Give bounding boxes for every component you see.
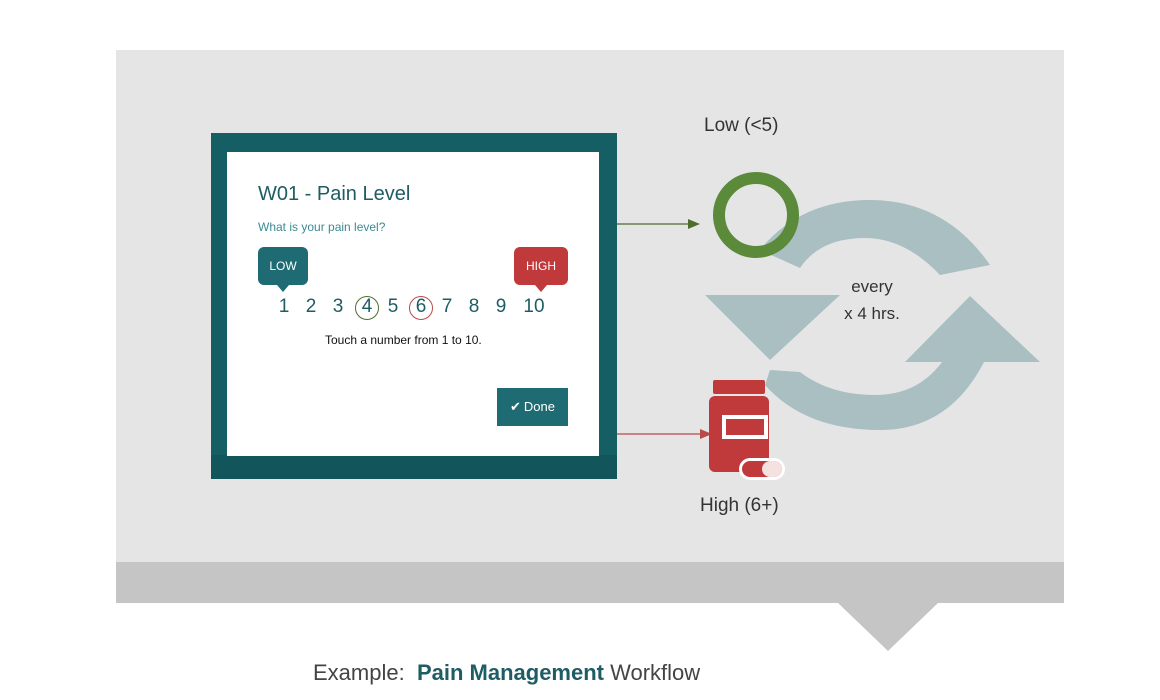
- done-button[interactable]: ✔Done: [497, 388, 568, 426]
- medicine-bottle-icon: [709, 380, 785, 480]
- low-outcome-label: Low (<5): [704, 115, 779, 136]
- scale-instruction: Touch a number from 1 to 10.: [325, 333, 482, 347]
- caption-suffix: Workflow: [610, 660, 701, 685]
- low-label-bubble: LOW: [258, 247, 308, 292]
- pain-scale-9[interactable]: 9: [495, 296, 507, 317]
- high-outcome-label: High (6+): [700, 495, 779, 516]
- pain-scale-8[interactable]: 8: [468, 296, 480, 317]
- pain-scale-10[interactable]: 10: [523, 296, 545, 317]
- ring-icon: [713, 172, 799, 258]
- refresh-cycle-icon: [705, 200, 1040, 430]
- tablet-footer: [211, 455, 617, 479]
- pain-scale-2[interactable]: 2: [305, 296, 317, 317]
- pain-scale-3[interactable]: 3: [332, 296, 344, 317]
- selected-ring-6: [409, 296, 433, 320]
- cycle-text-line2: x 4 hrs.: [844, 304, 900, 323]
- high-label-bubble: HIGH: [514, 247, 568, 292]
- pain-scale-5[interactable]: 5: [387, 296, 399, 317]
- card-question: What is your pain level?: [258, 220, 386, 234]
- caption-prefix: Example:: [313, 660, 405, 685]
- selected-ring-4: [355, 296, 379, 320]
- low-connector-arrowhead: [688, 219, 700, 229]
- caption-emphasis: Pain Management: [416, 660, 604, 685]
- pain-scale-1[interactable]: 1: [278, 296, 290, 317]
- panel-bottom-bar: [116, 562, 1064, 603]
- card-title: W01 - Pain Level: [258, 183, 411, 205]
- pain-scale-4[interactable]: 4: [361, 296, 373, 317]
- caption: Example: Pain Management Workflow: [313, 660, 700, 686]
- cycle-text-line1: every: [851, 277, 893, 296]
- high-connector-arrowhead: [700, 429, 712, 439]
- checkmark-icon: ✔: [510, 399, 521, 414]
- pain-scale-6[interactable]: 6: [415, 296, 427, 317]
- pain-scale-7[interactable]: 7: [441, 296, 453, 317]
- panel-pointer: [838, 603, 938, 651]
- done-button-label: Done: [523, 399, 555, 414]
